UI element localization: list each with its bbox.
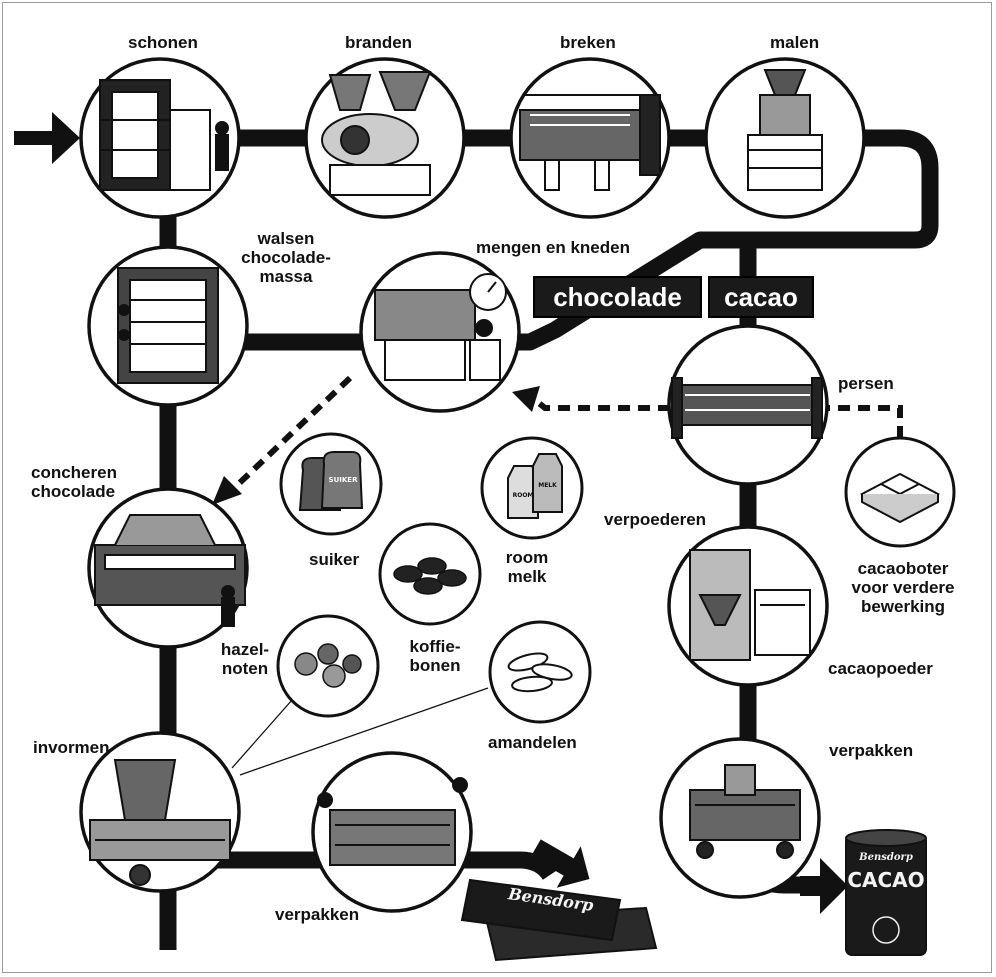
branch-cacao: cacao: [708, 276, 814, 318]
label-mengen: mengen en kneden: [476, 238, 630, 257]
label-verpoederen: verpoederen: [604, 510, 707, 529]
machine-verpoederen: [689, 549, 811, 661]
machine-invormen: [89, 759, 231, 886]
arrow-to-tin: [800, 858, 848, 914]
machine-schonen: [99, 79, 229, 191]
carton-melk-text: MELK: [538, 482, 557, 489]
label-cacaopoeder: cacaopoeder: [828, 659, 933, 678]
machine-verpakken-left: [317, 777, 468, 866]
cacao-tin-product: [845, 829, 927, 956]
almonds: [507, 652, 573, 693]
label-schonen: schonen: [128, 33, 198, 52]
machine-malen: [747, 69, 823, 191]
label-walsen: walsen chocolade- massa: [241, 229, 331, 286]
machine-persen: [671, 377, 823, 439]
hazelnuts: [294, 643, 362, 688]
main-flow-line: [160, 129, 939, 351]
machine-concheren: [94, 514, 246, 627]
label-amandelen: amandelen: [488, 733, 577, 752]
label-hazelnoten: hazel- noten: [220, 640, 270, 678]
dashed-mengen-to-concheren: [227, 375, 353, 495]
machine-verpakken-right: [689, 764, 801, 859]
label-branden: branden: [345, 33, 413, 52]
cocoa-butter-block: [859, 472, 941, 524]
label-persen: persen: [838, 374, 894, 393]
branch-chocolade: chocolade: [533, 276, 702, 318]
label-koffiebonen: koffie- bonen: [409, 637, 461, 675]
verpakken-to-bar-line: [168, 851, 558, 881]
label-cacaoboter: cacaoboter voor verdere bewerking: [851, 559, 955, 616]
label-invormen: invormen: [33, 738, 110, 757]
tin-brand-text: Bensdorp: [859, 852, 913, 863]
label-breken: breken: [560, 33, 616, 52]
sugar-sacks: [298, 451, 364, 511]
label-verpakken-right: verpakken: [829, 741, 914, 760]
label-room-melk: room melk: [505, 548, 549, 586]
connector-hazelnoten: [231, 699, 293, 769]
dashed-arrowhead-mengen: [512, 386, 540, 412]
cream-milk-cartons: [507, 453, 563, 519]
machine-breken: [519, 94, 661, 191]
coffee-beans: [393, 557, 467, 595]
label-verpakken-left: verpakken: [275, 905, 360, 924]
carton-room-text: ROOM: [512, 492, 534, 499]
label-suiker: suiker: [309, 550, 360, 569]
machine-mengen: [374, 273, 507, 381]
machine-branden: [321, 71, 432, 196]
label-concheren: concheren chocolade: [31, 463, 117, 501]
connector-amandelen: [239, 687, 489, 776]
entry-arrow: [14, 112, 80, 164]
chocolate-bar-product: [460, 878, 658, 962]
sack-text: SUIKER: [328, 476, 358, 484]
label-malen: malen: [770, 33, 820, 52]
machine-walsen: [117, 267, 219, 384]
tin-label-text: CACAO: [847, 868, 925, 892]
ingredient-connectors: [231, 687, 489, 776]
dashed-arrowhead-concheren: [212, 476, 242, 505]
arrow-to-bar: [530, 839, 590, 888]
